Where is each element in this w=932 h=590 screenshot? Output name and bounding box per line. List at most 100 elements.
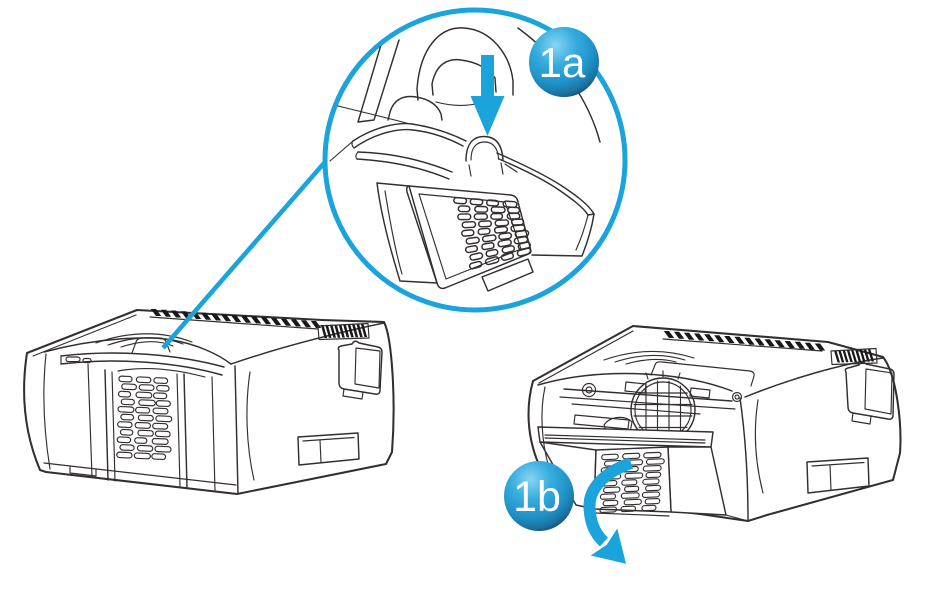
detail-grille: [453, 196, 532, 270]
line-art-path: [60, 352, 225, 368]
grille-slat: [152, 392, 168, 400]
vent-dash: [842, 350, 849, 363]
front-left-edge: [43, 353, 51, 470]
line-art-path: [351, 140, 355, 149]
vent-dash: [270, 318, 282, 325]
vent-dash: [230, 315, 242, 322]
grille-slat: [645, 471, 662, 479]
device-closed-illustration: [23, 308, 395, 496]
vent-dash: [734, 336, 745, 344]
grille-slat: [151, 453, 167, 461]
vent-dash: [673, 331, 685, 339]
corner-vent-block: [830, 347, 878, 366]
vent-dash: [663, 331, 675, 338]
grille-slat: [484, 256, 500, 266]
grille-slat: [457, 213, 472, 221]
latch-tab: [650, 361, 755, 387]
line-art-path: [498, 158, 595, 216]
line-art-path: [830, 347, 878, 366]
grille-slat: [624, 472, 644, 480]
line-art-path: [811, 461, 865, 491]
side-vent-slot: [297, 432, 360, 466]
grille-slat: [602, 499, 619, 507]
line-art-path: [575, 214, 589, 251]
front-side-edge: [234, 365, 239, 494]
grille-slat: [620, 492, 640, 499]
grille-slat: [134, 437, 148, 444]
grille-slat: [599, 493, 617, 500]
line-art-path: [353, 128, 464, 149]
grille-slat: [516, 247, 532, 257]
grille-slat: [501, 245, 516, 254]
vent-dash: [347, 324, 354, 338]
grille-slat: [152, 422, 169, 430]
front-crease-left: [87, 363, 93, 478]
grille-slat: [138, 399, 156, 407]
front-left-pillar-line: [541, 386, 550, 469]
vent-dash: [855, 349, 862, 362]
vent-dash: [338, 324, 345, 338]
line-art-circle: [585, 386, 593, 394]
grille-slat: [642, 478, 660, 485]
line-art-path: [465, 135, 504, 162]
grille-slat: [485, 199, 500, 207]
line-art-path: [806, 457, 870, 494]
grille-slat: [137, 429, 154, 437]
latch-detail-illustration: [329, 13, 623, 292]
arrowhead: [590, 528, 626, 564]
line-art-path: [60, 360, 223, 376]
roof-lip-line: [538, 330, 634, 384]
grille-slat: [116, 451, 133, 459]
line-art-path: [183, 373, 188, 488]
step-badge-1b: 1b: [504, 461, 574, 531]
door-bottom-edge: [595, 512, 670, 517]
grille-slat: [117, 421, 133, 429]
line-art-path: [583, 457, 634, 547]
line-art-path: [355, 151, 359, 160]
grille-slat: [485, 248, 499, 258]
line-art-path: [544, 434, 706, 444]
vent-dash: [784, 341, 795, 348]
vent-dash: [859, 349, 866, 362]
grille-slat: [474, 205, 489, 213]
vent-dash: [694, 333, 705, 341]
vent-dash: [774, 340, 785, 348]
grille-slat: [154, 430, 171, 438]
line-art-path: [95, 333, 193, 344]
line-art-path: [317, 322, 370, 341]
grille-slat: [465, 236, 480, 245]
grille-slat: [133, 452, 151, 460]
base-foot: [69, 465, 97, 477]
vent-dash: [714, 335, 725, 343]
line-art-path: [120, 341, 174, 348]
grille-slat: [152, 407, 169, 415]
grille-slat: [645, 484, 662, 492]
grille-slat: [621, 479, 638, 486]
front-right-pillar: [739, 397, 749, 521]
line-art-path: [357, 37, 400, 123]
line-art-path: [645, 370, 681, 380]
grille-slat: [643, 451, 662, 459]
line-art-path: [337, 340, 383, 395]
vent-dash: [334, 324, 341, 338]
line-art-path: [302, 436, 355, 463]
corner-vent-block: [317, 322, 370, 341]
grille-slat: [645, 458, 665, 465]
grille-slat: [622, 452, 641, 460]
line-art-path: [844, 361, 895, 420]
grille-slat: [642, 464, 662, 472]
vent-dash: [868, 349, 874, 362]
vent-dash: [814, 343, 826, 351]
line-art-path: [111, 371, 116, 482]
grille-slat: [624, 485, 640, 493]
vent-dash: [240, 315, 252, 323]
line-art-path: [662, 338, 823, 352]
callout-leader-line: [161, 160, 327, 350]
grille-slat: [620, 505, 637, 513]
line-art-path: [625, 358, 677, 365]
line-art-path: [354, 347, 381, 389]
grille-slat: [138, 384, 155, 392]
vent-dash: [300, 320, 312, 328]
